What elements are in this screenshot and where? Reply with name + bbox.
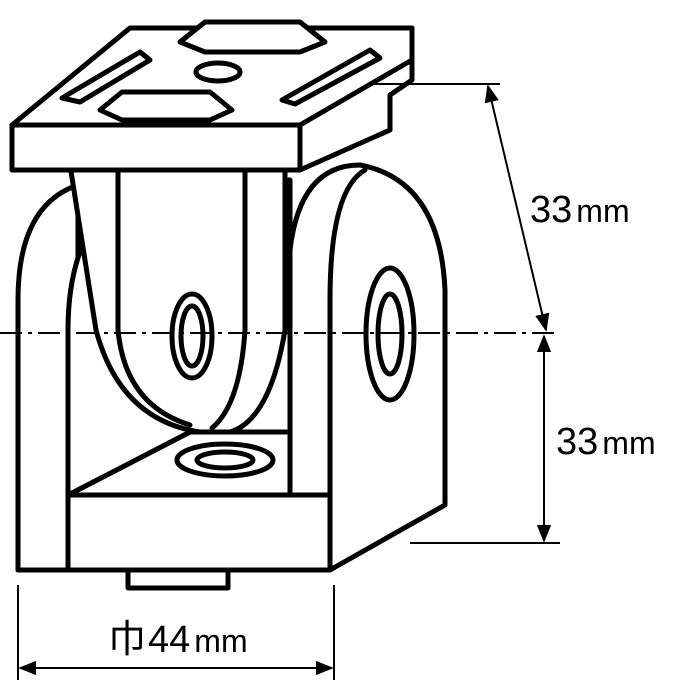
dimension-width xyxy=(17,585,335,680)
top-center-hole xyxy=(193,60,243,84)
right-side-plate-front-edge xyxy=(327,167,368,573)
top-slot-right xyxy=(279,47,383,107)
dimension-lower xyxy=(410,334,560,544)
top-slot-left xyxy=(59,49,153,105)
top-plate-front-face xyxy=(9,122,303,173)
dimension-upper xyxy=(370,83,550,332)
top-slot-front xyxy=(97,89,235,123)
base-hole-inner xyxy=(194,449,256,471)
top-slot-back xyxy=(177,19,328,55)
swivel-tongue-slot-left xyxy=(115,162,193,428)
bracket-drawing xyxy=(9,19,448,591)
top-plate-side-face xyxy=(297,57,415,173)
tongue-pivot-hole-inner xyxy=(178,303,206,369)
swivel-tongue-slot-right xyxy=(209,162,248,431)
bracket-bottom-stub xyxy=(125,567,231,591)
width-prefix: 巾 xyxy=(108,619,146,661)
